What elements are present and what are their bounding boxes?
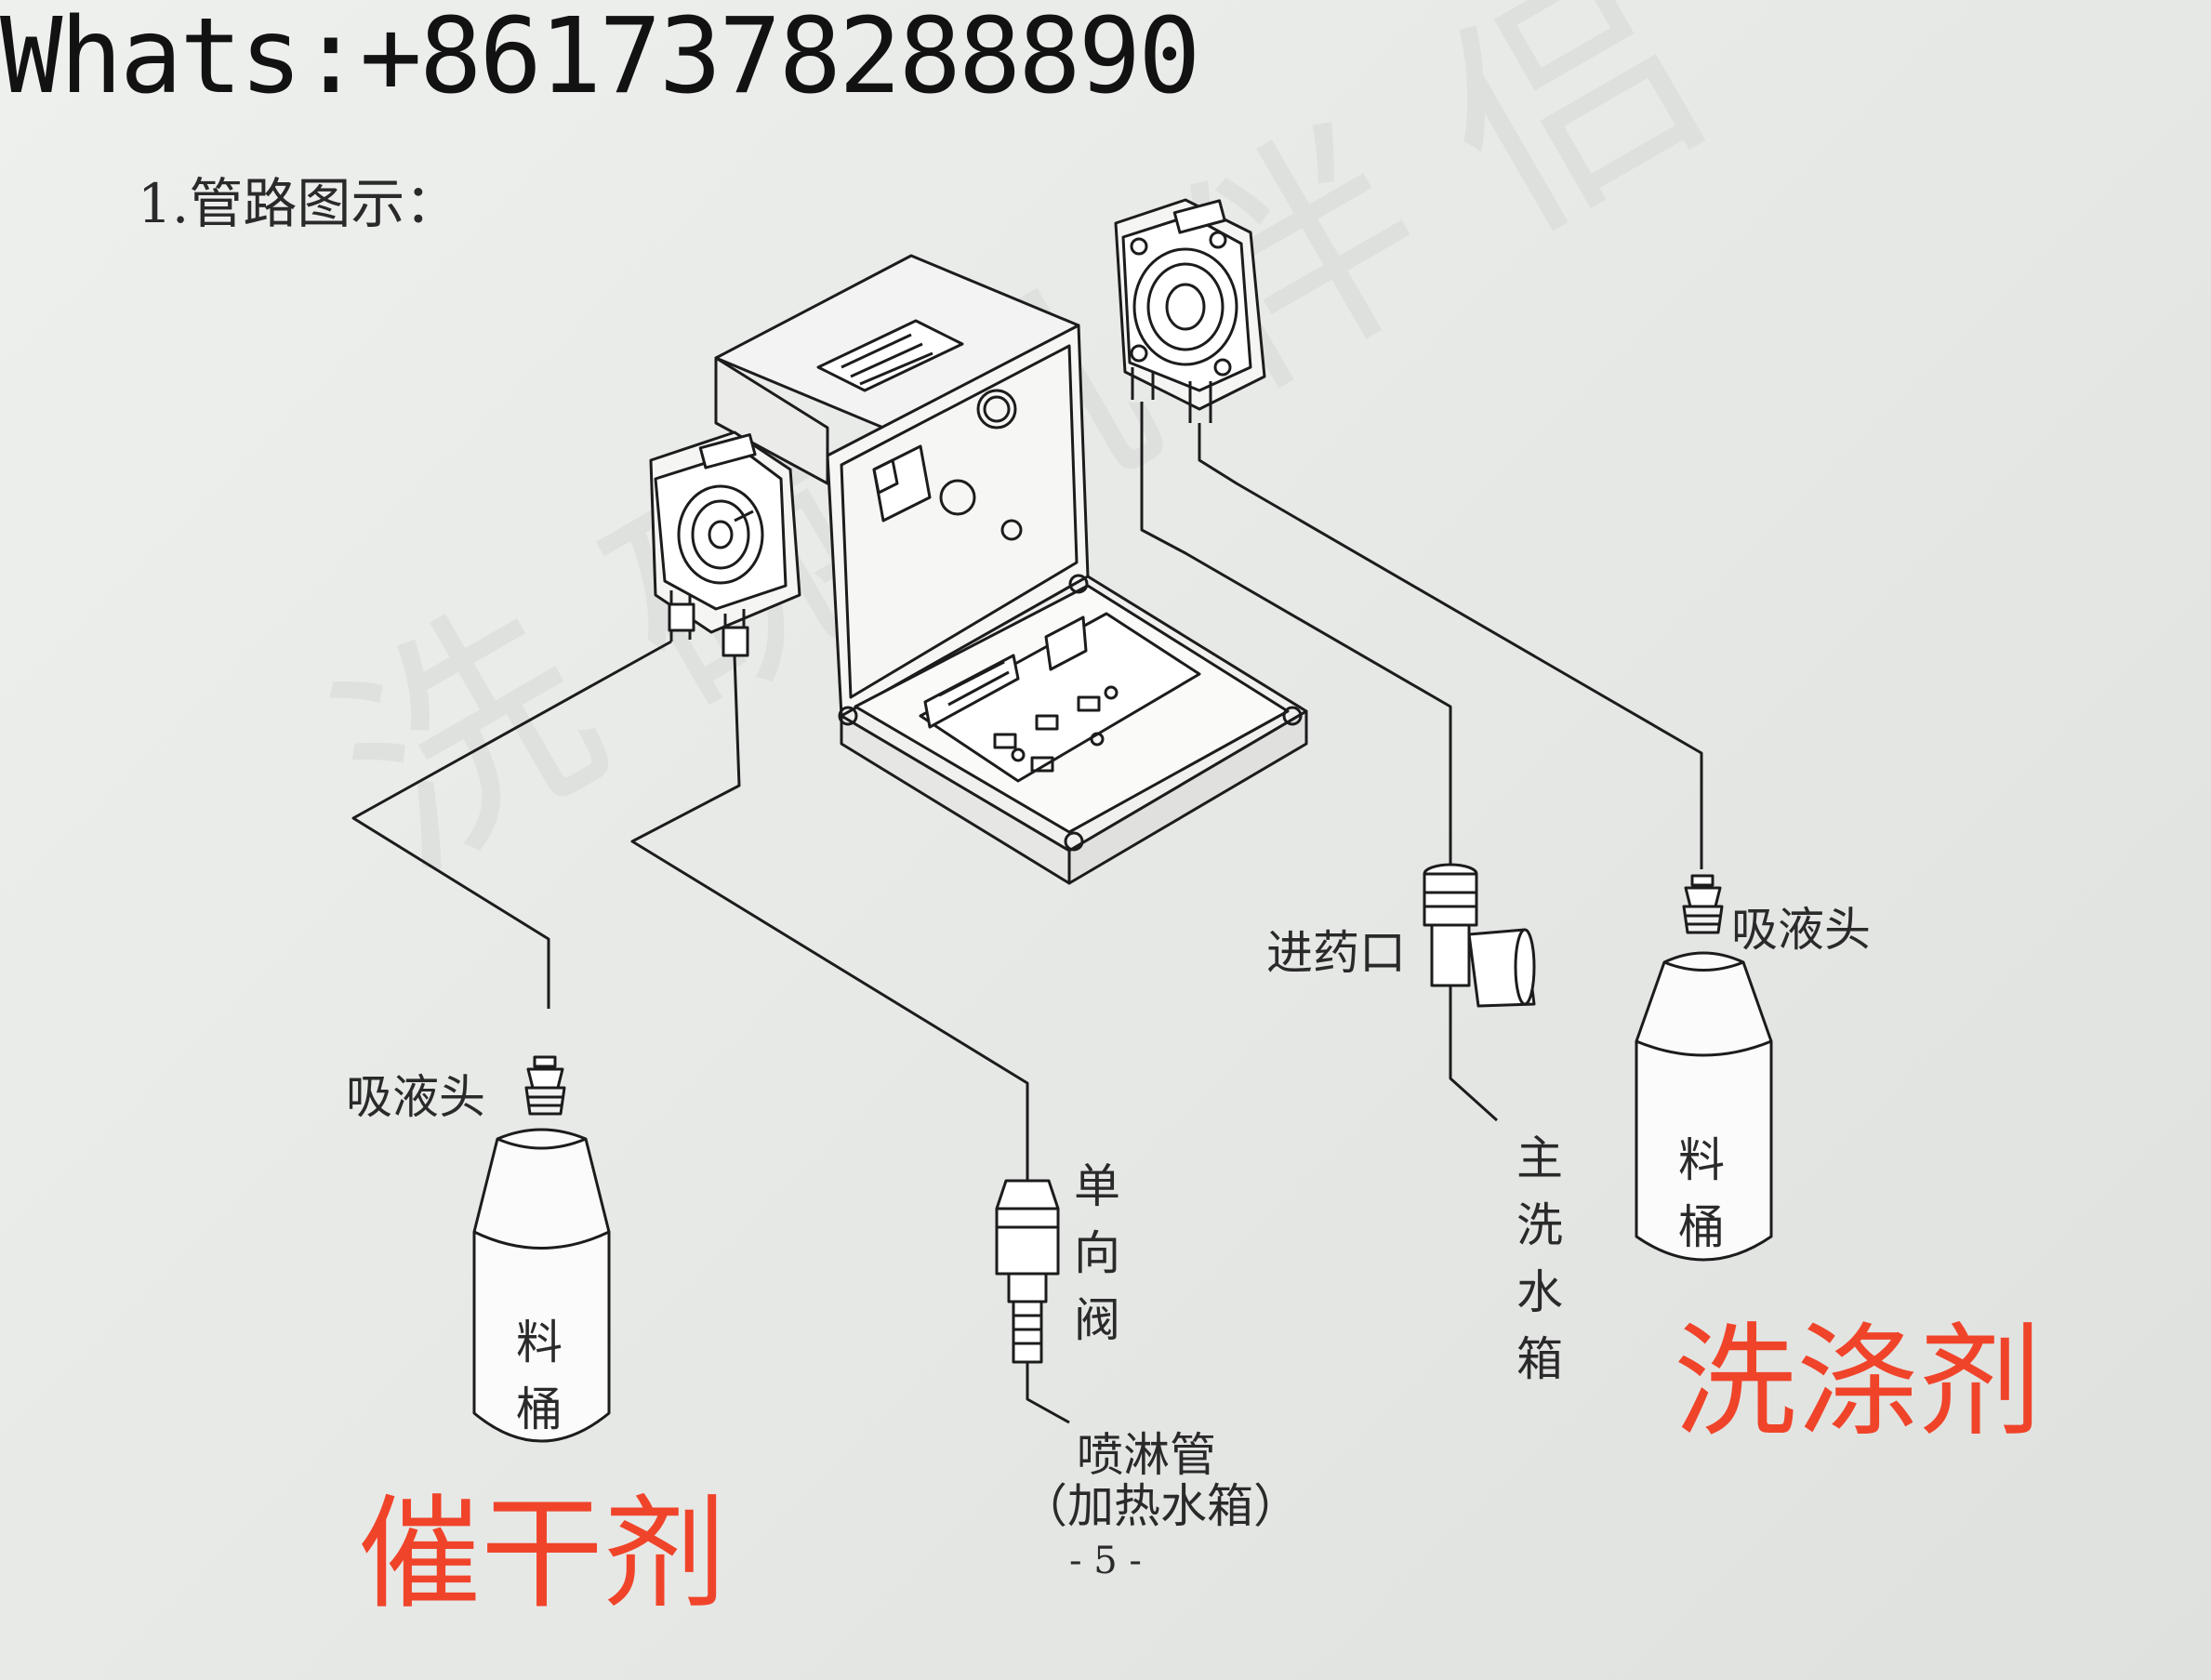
right-bucket-icon	[1635, 951, 1773, 1262]
tube-to-inlet	[1140, 402, 1452, 869]
label-heating-tank: （加热水箱）	[1021, 1479, 1300, 1533]
label-main-wash-tank: 主洗水箱	[1516, 1131, 1563, 1386]
label-suction-head-left: 吸液头	[346, 1070, 485, 1124]
tube-to-main-tank	[1449, 986, 1499, 1122]
annotation-detergent: 洗涤剂	[1674, 1311, 2042, 1454]
label-suction-head-right: 吸液头	[1731, 903, 1871, 957]
left-pump-head	[649, 430, 801, 657]
right-pump-head	[1114, 198, 1266, 423]
control-box	[714, 254, 1308, 885]
label-check-valve: 单向阀	[1074, 1159, 1120, 1347]
page-number: - 5 -	[1069, 1540, 1142, 1582]
right-suction-head-icon	[1682, 874, 1724, 934]
left-bucket-icon	[472, 1128, 611, 1443]
left-suction-head-icon	[524, 1055, 566, 1116]
inlet-fitting-icon	[1423, 863, 1536, 1008]
check-valve-icon	[995, 1179, 1060, 1364]
label-inlet: 进药口	[1266, 926, 1406, 980]
tube-to-spray-pipe	[1026, 1362, 1070, 1424]
tube-to-right-bucket	[1198, 423, 1703, 869]
label-bucket-left: 料桶	[516, 1316, 563, 1436]
label-spray-pipe: 喷淋管	[1077, 1428, 1216, 1482]
tube-to-left-bucket	[351, 640, 672, 1009]
tube-to-check-valve	[630, 655, 1029, 1181]
contact-text: Whats:+8617378288890	[0, 0, 1201, 117]
section-title: 1.管路图示：	[138, 172, 459, 235]
annotation-rinse-aid: 催干剂	[358, 1483, 726, 1626]
label-bucket-right: 料桶	[1678, 1133, 1725, 1254]
